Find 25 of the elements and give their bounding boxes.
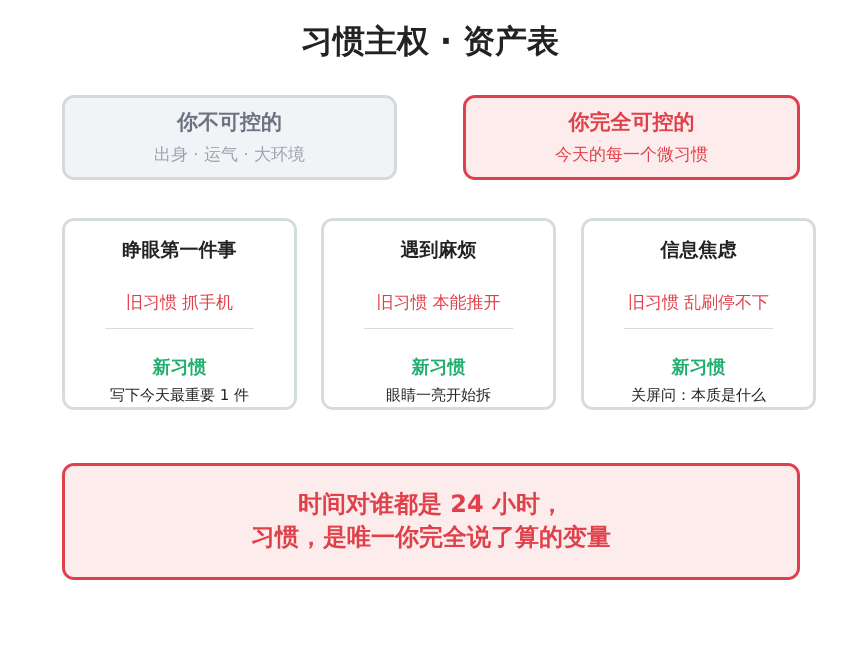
conclusion-text: 习惯，是唯一你完全说了算的变量: [250, 522, 612, 553]
box-subtitle: 今天的每一个微习惯: [554, 144, 709, 166]
card-heading: 睁眼第一件事: [122, 238, 238, 263]
card-heading: 遇到麻烦: [400, 238, 478, 263]
new-habit-text: 眼睛一亮开始拆: [385, 386, 492, 405]
new-habit-heading: 新习惯: [410, 356, 466, 379]
new-habit-text: 写下今天最重要 1 件: [108, 386, 250, 405]
card-heading: 信息焦虑: [659, 238, 738, 263]
conclusion-text: 时间对谁都是 24 小时，: [296, 489, 566, 520]
old-habit-text: 旧习惯 乱刷停不下: [626, 292, 770, 314]
highlight-box: [463, 95, 800, 180]
new-habit-text: 关屏问：本质是什么: [630, 386, 767, 405]
conclusion-box: [62, 463, 800, 580]
title: 习惯主权 · 资产表: [300, 21, 560, 62]
box-heading: 你完全可控的: [566, 109, 696, 136]
new-habit-heading: 新习惯: [151, 356, 208, 379]
box-heading: 你不可控的: [175, 109, 283, 136]
old-habit-text: 旧习惯 本能推开: [375, 292, 502, 314]
old-habit-text: 旧习惯 抓手机: [124, 292, 234, 314]
new-habit-heading: 新习惯: [670, 356, 726, 379]
info-box: [62, 95, 397, 180]
habit-card: [581, 218, 816, 410]
box-subtitle: 出身 · 运气 · 大环境: [152, 144, 306, 166]
habit-card: [321, 218, 556, 410]
habit-card: [62, 218, 297, 410]
